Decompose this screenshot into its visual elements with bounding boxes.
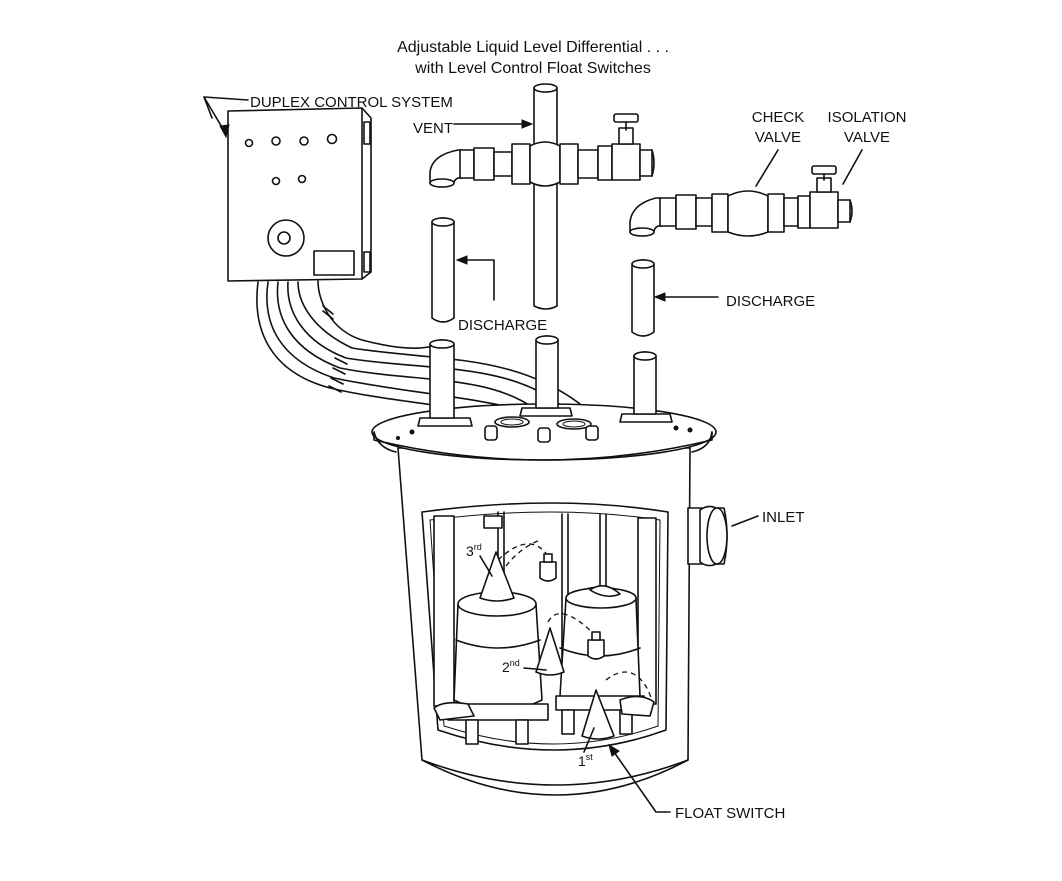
inlet-pointer [731, 515, 759, 527]
float-cables [497, 539, 653, 701]
left-discharge-upper-assembly [429, 113, 655, 188]
label-inlet: INLET [762, 509, 805, 526]
left-discharge-middle-pipe [431, 217, 455, 323]
pointer-3rd [479, 555, 493, 577]
label-isolation-valve-2: VALVE [844, 129, 890, 146]
label-duplex-control-system: DUPLEX CONTROL SYSTEM [250, 94, 453, 111]
label-float-3rd: 3rd [466, 542, 482, 559]
label-float-2nd: 2nd [502, 658, 520, 675]
right-discharge-upper-assembly [629, 165, 853, 237]
right-discharge-middle-pipe [631, 259, 655, 337]
left-discharge-arrow [455, 255, 495, 301]
title-line-1: Adjustable Liquid Level Differential . .… [397, 39, 669, 56]
pointer-2nd [523, 667, 547, 671]
isolation-valve-pointer [842, 149, 863, 185]
label-discharge-left: DISCHARGE [458, 317, 547, 334]
label-float-switch: FLOAT SWITCH [675, 805, 785, 822]
pointer-1st [583, 727, 595, 753]
title-line-2: with Level Control Float Switches [414, 60, 651, 77]
float-switch-3rd [479, 551, 515, 602]
sump-basin [371, 403, 728, 796]
right-discharge-arrow [653, 292, 719, 302]
float-switch-1st [581, 689, 615, 740]
label-check-valve-2: VALVE [755, 129, 801, 146]
duplex-pointer-arrows [203, 96, 249, 139]
label-vent: VENT [413, 120, 453, 137]
label-discharge-right: DISCHARGE [726, 293, 815, 310]
label-isolation-valve-1: ISOLATION [828, 109, 907, 126]
lid-fittings [417, 335, 673, 443]
check-valve-pointer [755, 149, 779, 187]
vent-arrow [453, 119, 534, 129]
label-check-valve-1: CHECK [752, 109, 805, 126]
float-switch-arrow [608, 743, 671, 813]
vent-pipe [533, 83, 558, 310]
float-switch-2nd [535, 627, 565, 676]
label-float-1st: 1st [578, 752, 593, 769]
float-weights [539, 553, 605, 660]
duplex-control-panel [227, 107, 372, 282]
